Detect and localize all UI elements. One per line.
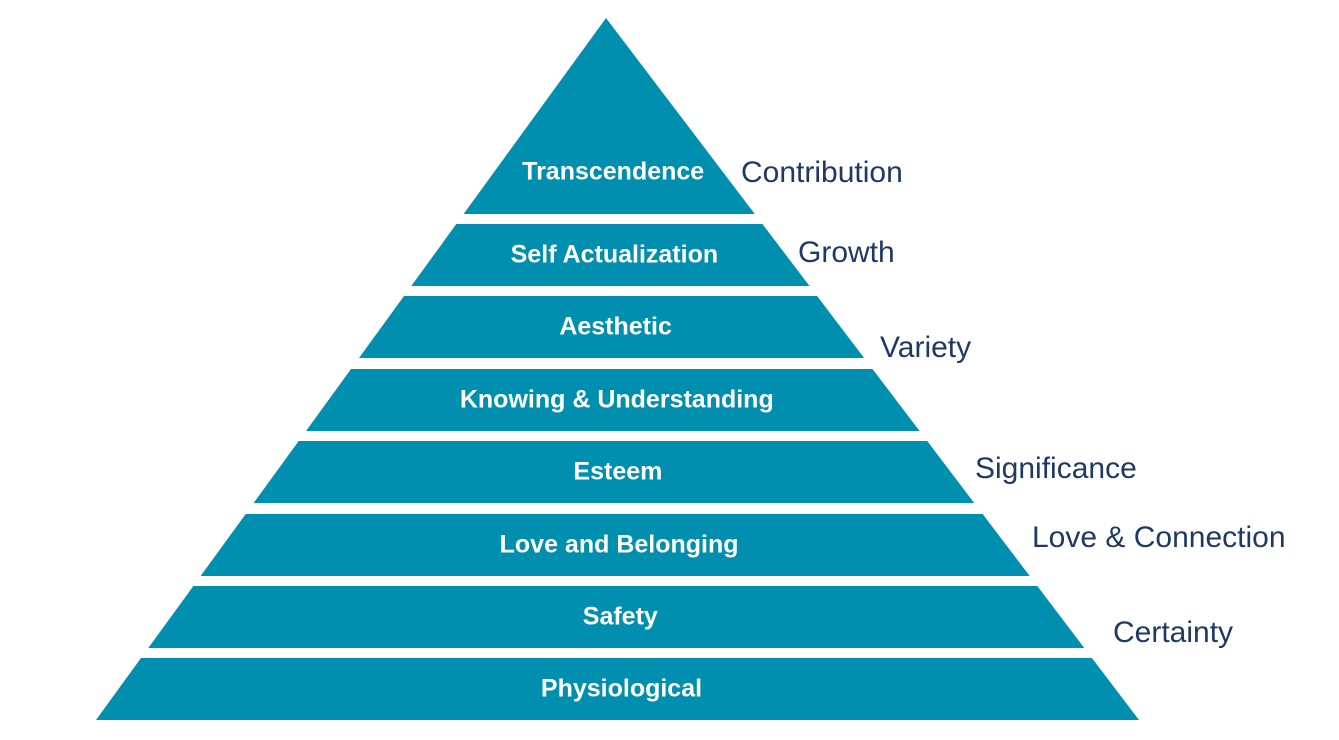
pyramid-tier-label: Love and Belonging bbox=[500, 531, 739, 559]
pyramid-tier-label: Knowing & Understanding bbox=[460, 386, 774, 414]
pyramid-tier-label: Physiological bbox=[541, 675, 702, 703]
need-label-contribution: Contribution bbox=[741, 156, 903, 189]
pyramid-tier bbox=[411, 224, 810, 286]
need-label-certainty: Certainty bbox=[1113, 616, 1234, 649]
pyramid-tier bbox=[148, 586, 1085, 648]
need-label-love-connection: Love & Connection bbox=[1032, 521, 1286, 554]
pyramid-tier-label: Self Actualization bbox=[511, 241, 718, 269]
need-label-variety: Variety bbox=[880, 331, 972, 364]
pyramid-tier bbox=[463, 18, 755, 214]
pyramid-tier bbox=[359, 296, 865, 358]
need-label-significance: Significance bbox=[975, 452, 1137, 485]
pyramid-tier bbox=[306, 369, 920, 431]
pyramid-tier-label: Safety bbox=[583, 603, 658, 631]
pyramid-tier-label: Esteem bbox=[573, 458, 662, 486]
pyramid-tier-label: Transcendence bbox=[522, 158, 704, 186]
pyramid-tier bbox=[200, 514, 1030, 576]
pyramid-tier bbox=[96, 658, 1139, 720]
pyramid-tier-label: Aesthetic bbox=[559, 313, 672, 341]
pyramid-tier bbox=[253, 441, 975, 503]
need-label-growth: Growth bbox=[798, 236, 895, 269]
